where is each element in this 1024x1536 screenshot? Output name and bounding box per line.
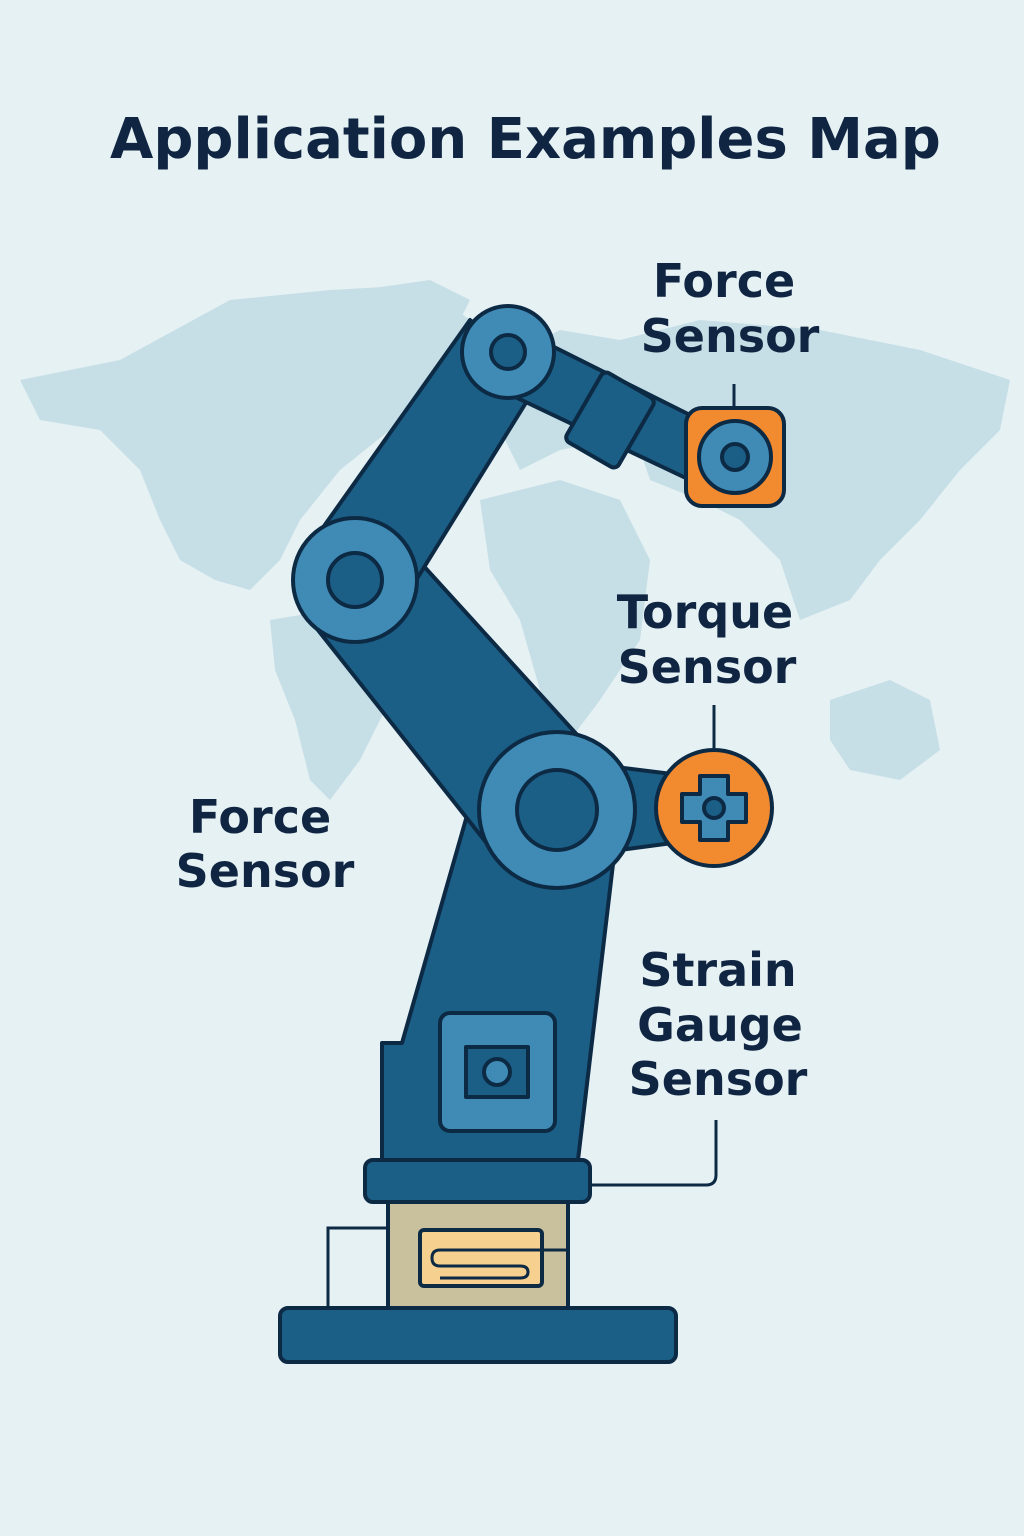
robot-base-plate (278, 1306, 678, 1364)
leader-lines (326, 384, 736, 1310)
svg-text:Force: Force (653, 254, 795, 308)
elbow-joint-hub (515, 768, 599, 852)
world-map (20, 280, 1010, 800)
torque-sensor (654, 748, 774, 868)
force-sensor-end-effector (684, 406, 786, 508)
svg-text:Sensor: Sensor (629, 1052, 808, 1106)
label-strain-gauge-sensor: Strain Gauge Sensor (629, 943, 808, 1106)
africa (480, 480, 650, 740)
page-title: Application Examples Map (110, 107, 941, 172)
svg-text:Sensor: Sensor (176, 844, 355, 898)
svg-text:Sensor: Sensor (641, 309, 820, 363)
svg-text:Strain: Strain (639, 943, 796, 997)
north-america (20, 285, 470, 590)
svg-text:Torque: Torque (617, 585, 793, 639)
top-joint-hub (489, 333, 527, 371)
wrist-cuff (564, 370, 656, 470)
svg-text:Sensor: Sensor (618, 640, 797, 694)
svg-text:Force: Force (189, 790, 331, 844)
base-collar (363, 1158, 592, 1204)
svg-text:Gauge: Gauge (637, 998, 803, 1052)
label-torque-sensor: Torque Sensor (617, 585, 797, 694)
shoulder-joint-hub (326, 551, 384, 609)
strain-gauge-icon (418, 1228, 568, 1288)
asia (620, 320, 1010, 620)
australia (830, 680, 940, 780)
panel-port-icon (482, 1057, 512, 1087)
greenland (360, 280, 470, 380)
label-force-sensor-left: Force Sensor (176, 790, 355, 898)
label-force-sensor-top: Force Sensor (641, 254, 820, 363)
